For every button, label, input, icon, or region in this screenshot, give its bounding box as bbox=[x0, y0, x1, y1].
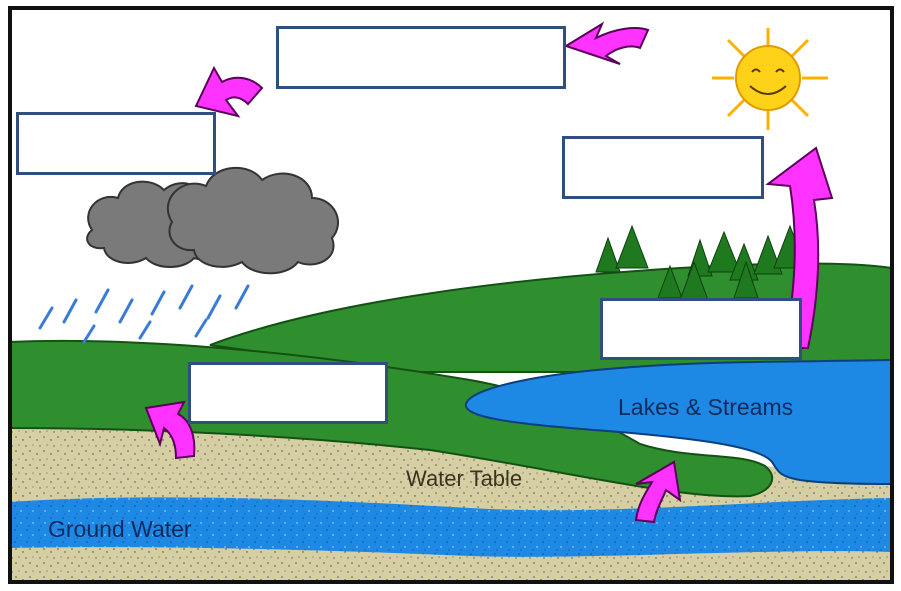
sun-icon bbox=[712, 28, 828, 130]
label-box-infiltration[interactable] bbox=[188, 362, 388, 424]
label-box-runoff[interactable] bbox=[600, 298, 802, 360]
label-box-precipitation[interactable] bbox=[16, 112, 216, 175]
rain-icon bbox=[38, 284, 250, 344]
arrow-icon bbox=[144, 21, 834, 524]
ground-water-texture bbox=[10, 497, 892, 557]
tree-icon bbox=[595, 224, 807, 301]
lakes-streams-label: Lakes & Streams bbox=[618, 394, 794, 420]
diagram-border bbox=[8, 6, 894, 584]
lake bbox=[464, 358, 893, 486]
label-box-condensation[interactable] bbox=[276, 26, 566, 89]
ground-water-label: Ground Water bbox=[48, 516, 192, 542]
cloud-icon bbox=[86, 167, 339, 275]
label-box-evaporation[interactable] bbox=[562, 136, 764, 199]
water-table-label: Water Table bbox=[406, 466, 523, 491]
